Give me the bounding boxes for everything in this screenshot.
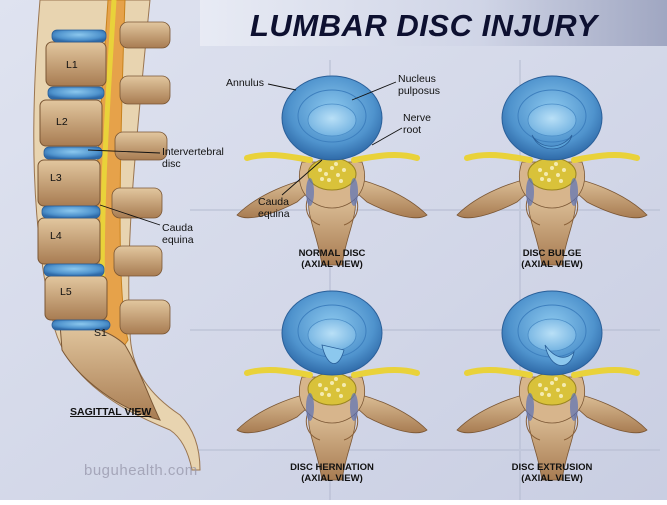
label-line-1: Nerve [403, 112, 432, 124]
caption-normal-disc: NORMAL DISC (AXIAL VIEW) [272, 248, 392, 270]
vertebra-label-l3: L3 [50, 172, 62, 184]
sagittal-spine [33, 0, 201, 471]
caption-title: DISC EXTRUSION [511, 462, 593, 473]
vertebra-label-l1: L1 [66, 59, 78, 71]
vertebra-label-l4: L4 [50, 230, 62, 242]
vertebra-label-l5: L5 [60, 286, 72, 298]
watermark: buguhealth.com [84, 462, 198, 479]
label-nerve-root: Nerve root [403, 112, 431, 136]
label-cauda-equina-axial: Cauda equina [258, 196, 290, 220]
caption-title: DISC BULGE [522, 248, 582, 259]
label-cauda-equina-sagittal: Cauda equina [162, 222, 194, 246]
caption-disc-extrusion: DISC EXTRUSION (AXIAL VIEW) [492, 462, 612, 484]
label-line-1: Nucleus [398, 73, 436, 85]
vertebra-label-l2: L2 [56, 116, 68, 128]
label-annulus: Annulus [226, 77, 264, 89]
label-line-1: Intervertebral [162, 146, 224, 158]
caption-title: NORMAL DISC [298, 248, 366, 259]
caption-subtitle: (AXIAL VIEW) [301, 259, 363, 270]
caption-sagittal-view: SAGITTAL VIEW [70, 406, 152, 418]
caption-title: DISC HERNIATION [290, 462, 374, 473]
leader-lines [87, 81, 403, 226]
caption-disc-bulge: DISC BULGE (AXIAL VIEW) [492, 248, 612, 270]
label-nucleus-pulposus: Nucleus pulposus [398, 73, 440, 97]
vertebra-label-s1: S1 [94, 327, 107, 339]
caption-subtitle: (AXIAL VIEW) [301, 473, 363, 484]
label-line-2: equina [162, 234, 194, 246]
label-intervertebral-disc: Intervertebral disc [162, 146, 224, 170]
label-line-2: disc [162, 158, 181, 170]
caption-subtitle: (AXIAL VIEW) [521, 259, 583, 270]
caption-disc-herniation: DISC HERNIATION (AXIAL VIEW) [272, 462, 392, 484]
page-title: LUMBAR DISC INJURY [250, 8, 598, 43]
label-line-1: Cauda [258, 196, 289, 208]
herniation-mark [321, 344, 345, 364]
bulge-mark [531, 134, 573, 150]
caption-subtitle: (AXIAL VIEW) [521, 473, 583, 484]
label-line-2: root [403, 124, 422, 136]
extrusion-mark [544, 344, 575, 366]
label-line-1: Cauda [162, 222, 193, 234]
label-line-2: pulposus [398, 85, 441, 97]
label-line-2: equina [258, 208, 290, 220]
